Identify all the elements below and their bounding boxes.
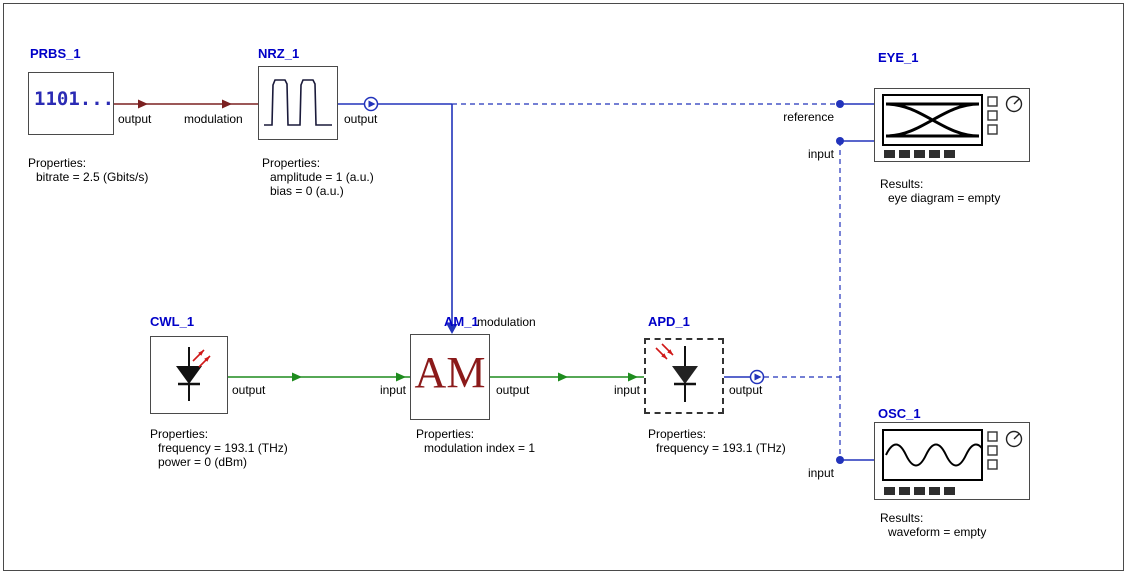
am-properties-title: Properties:	[416, 427, 475, 441]
osc-result-line: waveform = empty	[888, 525, 987, 539]
prbs-prop-bitrate: bitrate = 2.5 (Gbits/s)	[36, 170, 149, 184]
prbs-output-label: output	[118, 112, 152, 126]
eye-screen	[882, 94, 983, 146]
cwl-prop-power: power = 0 (dBm)	[158, 455, 248, 469]
laser-diode-icon	[176, 347, 211, 401]
eye-connectors-icon	[987, 96, 998, 135]
nrz-properties-title: Properties:	[262, 156, 321, 170]
eye-input-label: input	[807, 147, 834, 161]
osc-instrument[interactable]	[874, 422, 1030, 500]
osc-connectors-icon	[987, 431, 998, 470]
canvas-border	[3, 3, 1124, 571]
connection-prbs-nrz[interactable]	[114, 99, 258, 109]
am-output-label: output	[496, 383, 530, 397]
nrz-box[interactable]	[258, 66, 338, 140]
apd-label: APD_1	[648, 314, 690, 329]
eye-results-title: Results:	[880, 177, 924, 191]
eye-button[interactable]	[899, 150, 910, 158]
prbs-box[interactable]: 1101...	[28, 72, 114, 135]
apd-prop-frequency: frequency = 193.1 (THz)	[656, 441, 786, 455]
connection-nrz-am[interactable]	[338, 103, 458, 334]
photodiode-icon	[655, 343, 698, 402]
eye-button[interactable]	[929, 150, 940, 158]
eye-buttons	[884, 150, 959, 168]
eye-diagram-icon	[885, 102, 980, 138]
nrz-label: NRZ_1	[258, 46, 300, 61]
eye-button[interactable]	[914, 150, 925, 158]
apd-box[interactable]	[644, 338, 724, 414]
eye-reference-port[interactable]	[836, 100, 874, 108]
eye-label: EYE_1	[878, 50, 919, 65]
eye-button[interactable]	[944, 150, 955, 158]
osc-input-port[interactable]	[836, 456, 874, 464]
eye-reference-label: reference	[783, 110, 834, 124]
osc-button[interactable]	[914, 487, 925, 495]
apd-output-label: output	[729, 383, 763, 397]
cwl-output-label: output	[232, 383, 266, 397]
apd-input-label: input	[613, 383, 640, 397]
eye-input-port[interactable]	[836, 137, 874, 145]
osc-results-title: Results:	[880, 511, 924, 525]
cwl-box[interactable]	[150, 336, 228, 414]
connection-cwl-am[interactable]	[228, 372, 410, 382]
cwl-prop-frequency: frequency = 193.1 (THz)	[158, 441, 288, 455]
am-box[interactable]: AM	[410, 334, 490, 420]
prbs-bits-icon: 1101...	[34, 88, 115, 110]
am-label: AM_1	[444, 314, 479, 329]
prbs-properties-title: Properties:	[28, 156, 87, 170]
eye-knob-icon[interactable]	[1004, 94, 1024, 114]
prbs-label: PRBS_1	[30, 46, 81, 61]
monitor-icon-apd-output[interactable]	[749, 369, 765, 385]
nrz-output-label: output	[344, 112, 378, 126]
am-input-label: input	[379, 383, 406, 397]
eye-button[interactable]	[884, 150, 895, 158]
osc-button[interactable]	[899, 487, 910, 495]
osc-buttons	[884, 487, 959, 505]
eye-instrument[interactable]	[874, 88, 1030, 162]
osc-button[interactable]	[929, 487, 940, 495]
nrz-waveform-icon	[264, 79, 332, 126]
cwl-label: CWL_1	[150, 314, 195, 329]
osc-screen	[882, 429, 987, 481]
monitor-icon-nrz-output[interactable]	[363, 96, 379, 112]
cwl-properties-title: Properties:	[150, 427, 209, 441]
nrz-modulation-label: modulation	[184, 112, 243, 126]
am-prop-modulation-index: modulation index = 1	[424, 441, 536, 455]
am-modulation-label: modulation	[477, 315, 536, 329]
nrz-prop-amplitude: amplitude = 1 (a.u.)	[270, 170, 374, 184]
connection-am-apd[interactable]	[490, 372, 644, 382]
sine-wave-icon	[885, 443, 987, 467]
apd-properties-title: Properties:	[648, 427, 707, 441]
eye-result-line: eye diagram = empty	[888, 191, 1001, 205]
connection-apd-scopes[interactable]	[724, 141, 841, 460]
osc-button[interactable]	[884, 487, 895, 495]
am-icon-text: AM	[414, 348, 486, 397]
nrz-prop-bias: bias = 0 (a.u.)	[270, 184, 344, 198]
osc-knob-icon[interactable]	[1004, 429, 1024, 449]
osc-input-label: input	[807, 466, 834, 480]
osc-label: OSC_1	[878, 406, 921, 421]
osc-button[interactable]	[944, 487, 955, 495]
